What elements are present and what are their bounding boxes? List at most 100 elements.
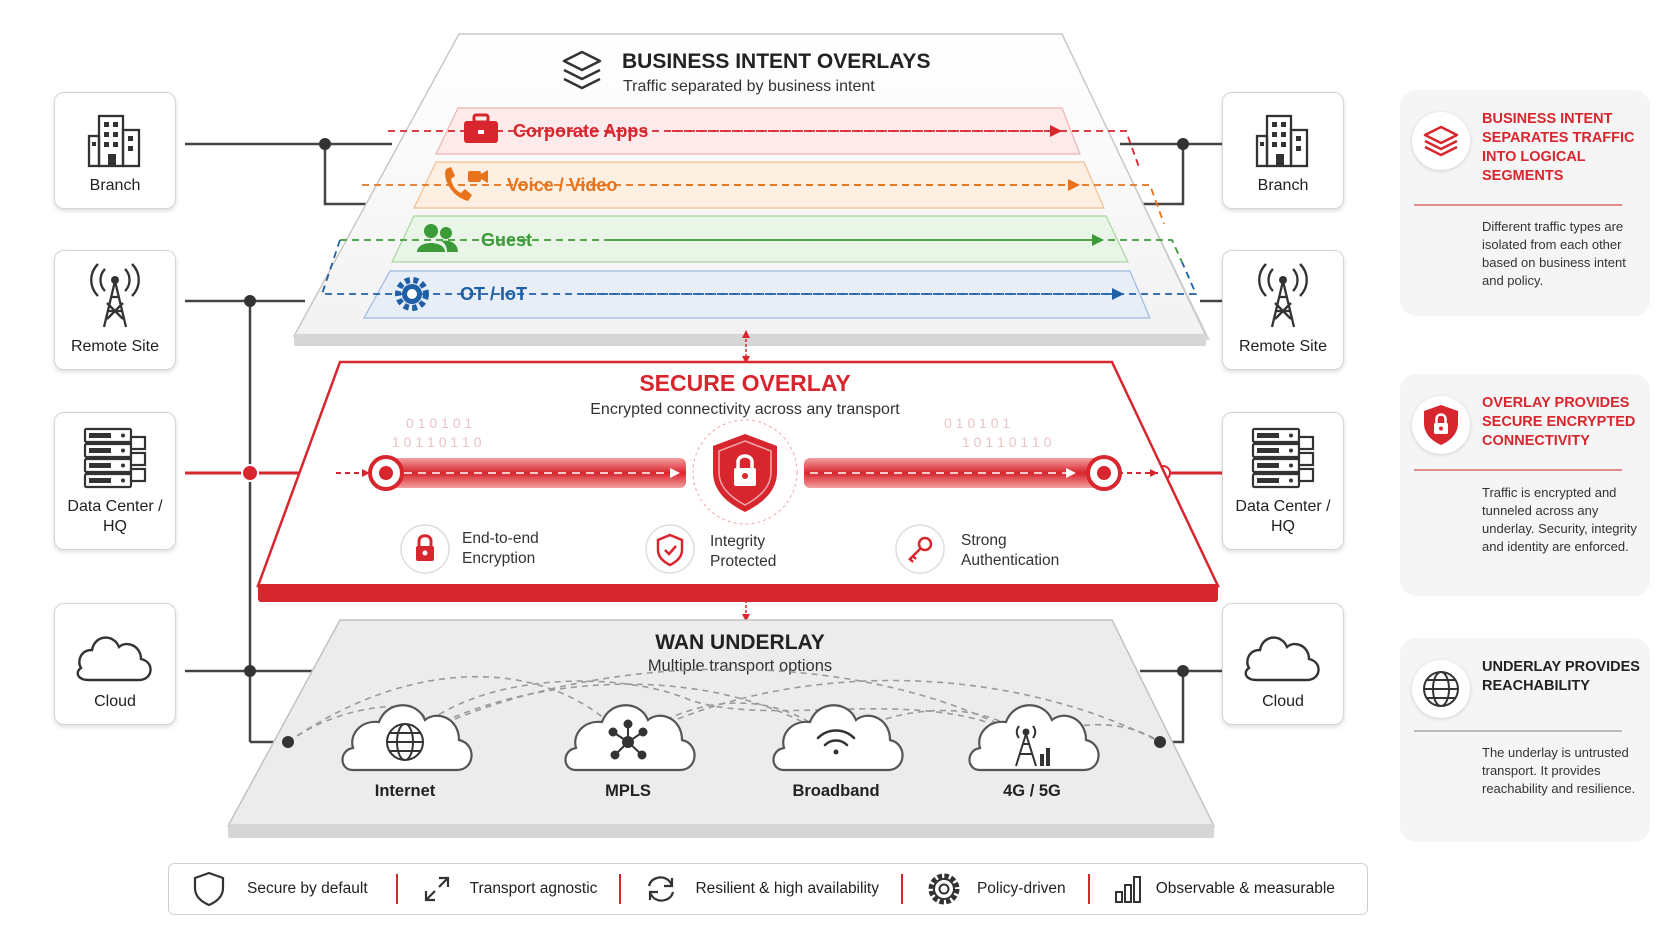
antenna-tower-icon [90,263,140,328]
legend-label: Transport agnostic [469,880,598,897]
lane-guest [340,215,1183,263]
layers-icon [562,50,602,90]
server-rack-icon [83,427,147,489]
info-card-title: OVERLAY PROVIDES SECURE ENCRYPTED CONNEC… [1482,395,1636,449]
transport-label-mpls: MPLS [605,782,651,800]
lane-label-guest: Guest [481,230,532,250]
cell-tower-icon [1015,725,1050,767]
junction-dot [1177,665,1189,677]
underlay-plate [226,619,1216,838]
svg-text:0 1 0 1 0 1: 0 1 0 1 0 1 [406,415,472,431]
svg-text:1 0 1 1 0 1 1 0: 1 0 1 1 0 1 1 0 [962,434,1052,450]
building-icon [1255,114,1309,168]
left-node-label: Branch [89,177,141,194]
plate-link-top [742,330,750,364]
expand-arrows-icon [424,876,449,902]
lane-label-voice-video: Voice / Video [507,175,617,195]
secure-overlay-subtitle: Encrypted connectivity across any transp… [590,401,900,418]
left-node-label: Data Center / HQ [67,498,163,535]
left-node-data-center: Data Center / HQ [54,412,176,550]
junction-dot [244,665,256,677]
tunnel-endpoint-left [368,455,404,491]
legend-label: Resilient & high availability [695,880,879,897]
info-card-secure: OVERLAY PROVIDES SECURE ENCRYPTED CONNEC… [1400,374,1650,596]
right-junctions [1154,138,1189,748]
right-node-data-center: Data Center / HQ [1222,412,1344,550]
legend-divider [395,874,398,904]
info-card-text: Different traffic types are isolated fro… [1482,219,1626,288]
antenna-tower-icon [1258,263,1308,328]
secure-overlay-title: SECURE OVERLAY [639,370,850,396]
junction-dot [244,295,256,307]
right-node-label: Data Center / HQ [1235,498,1331,535]
right-node-label: Cloud [1262,693,1304,710]
legend-item-transport: Transport agnostic [398,864,620,914]
transport-labels: Internet MPLS Broadband 4G / 5G [375,782,1061,800]
lane-ot-iot [320,239,1198,319]
phone-video-icon [445,167,488,201]
bar-chart-icon [1114,876,1141,903]
cloud-icon [76,636,152,682]
cloud-icon [1244,636,1320,682]
settings-gear-icon [928,873,960,905]
left-node-remote-site: Remote Site [54,250,176,370]
underlay-title: WAN UNDERLAY [655,631,825,654]
junction-dot [1177,138,1189,150]
layers-icon [1412,112,1470,170]
legend-item-resilient: Resilient & high availability [621,864,901,914]
underlay-endpoint-right [1154,736,1166,748]
gear-icon [395,277,429,311]
right-node-label: Remote Site [1238,338,1328,355]
key-icon [895,524,945,574]
lock-icon [400,524,450,574]
globe-icon [386,723,424,761]
info-card-underlay: UNDERLAY PROVIDES REACHABILITY The under… [1400,638,1650,842]
wifi-icon [816,729,856,755]
svg-text:1 0 1 1 0 1 1 0: 1 0 1 1 0 1 1 0 [392,434,482,450]
lane-label-corporate-apps: Corporate Apps [513,121,648,141]
info-card-text: Traffic is encrypted and tunneled across… [1482,485,1637,554]
right-node-cloud: Cloud [1222,603,1344,725]
lane-corporate-apps [388,107,1141,171]
lane-voice-video [362,161,1165,225]
info-card-segments: BUSINESS INTENT SEPARATES TRAFFIC INTO L… [1400,90,1650,316]
shield-lock-icon [1412,396,1470,454]
network-hub-icon [608,719,648,760]
junction-dot [319,138,331,150]
info-card-title: UNDERLAY PROVIDES REACHABILITY [1482,659,1640,694]
plate-link-bottom [742,588,750,622]
right-node-remote-site: Remote Site [1222,250,1344,370]
right-node-label: Branch [1257,177,1309,194]
info-card-divider [1414,730,1622,732]
left-node-label: Remote Site [70,338,160,355]
right-node-branch: Branch [1222,92,1344,209]
server-rack-icon [1251,427,1315,489]
info-card-title: BUSINESS INTENT SEPARATES TRAFFIC INTO L… [1482,111,1635,184]
segment-lanes [320,107,1198,319]
refresh-icon [648,876,675,902]
transport-label-internet: Internet [375,782,436,800]
info-card-text: The underlay is untrusted transport. It … [1482,745,1636,796]
users-icon [417,224,458,252]
underlay-subtitle: Multiple transport options [648,657,832,675]
binary-stream-left: 0 1 0 1 0 1 1 0 1 1 0 1 1 0 [392,415,482,450]
transport-cloud-internet [341,704,473,772]
shield-lock-icon [683,410,807,534]
legend-divider [619,874,622,904]
transport-cloud-broadband [772,704,904,772]
legend-item-policy: Policy-driven [903,864,1088,914]
legend-label: Secure by default [247,880,368,897]
svg-text:0 1 0 1 0 1: 0 1 0 1 0 1 [944,415,1010,431]
left-node-label: Cloud [94,693,136,710]
info-card-divider [1414,469,1622,471]
transport-label-broadband: Broadband [792,782,879,800]
left-node-branch: Branch [54,92,176,209]
junction-dot [241,464,259,482]
binary-stream-right: 0 1 0 1 0 1 1 0 1 1 0 1 1 0 [944,415,1052,450]
lane-label-ot-iot: OT / IoT [460,284,527,304]
legend-item-secure: Secure by default [169,864,396,914]
